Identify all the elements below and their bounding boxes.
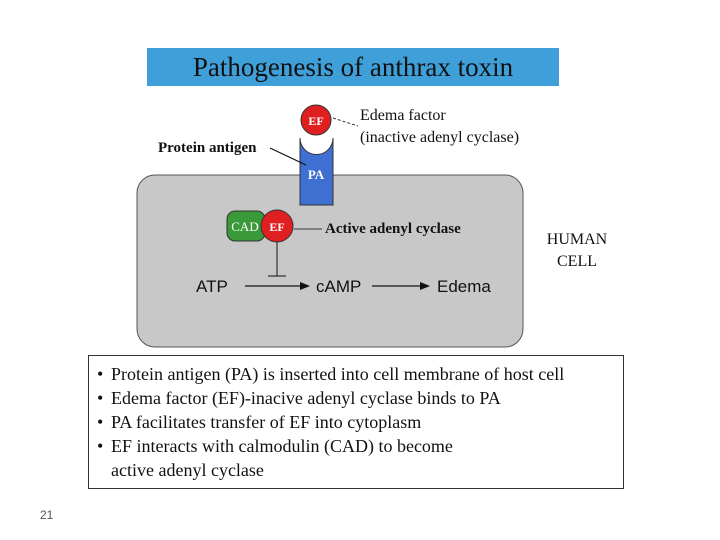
edema-factor-label: Edema factor — [360, 107, 446, 124]
human-cell-label-line1: HUMAN — [547, 231, 608, 248]
ef-inactive-circle — [300, 104, 332, 136]
summary-item-text: PA facilitates transfer of EF into cytop… — [111, 412, 422, 432]
slide-title: Pathogenesis of anthrax toxin — [192, 52, 514, 82]
summary-item-text: EF interacts with calmodulin (CAD) to be… — [111, 436, 453, 456]
human-cell-label-line2: CELL — [557, 253, 597, 270]
summary-box: • Protein antigen (PA) is inserted into c… — [88, 355, 624, 489]
summary-item: • Protein antigen (PA) is inserted into c… — [97, 362, 623, 386]
summary-list: • Protein antigen (PA) is inserted into c… — [89, 356, 623, 482]
pa-receptor — [299, 137, 334, 206]
bullet-marker: • — [97, 364, 104, 384]
atp-to-camp-arrowhead — [300, 282, 310, 290]
bullet-marker: • — [97, 412, 104, 432]
title-banner: Pathogenesis of anthrax toxin — [147, 48, 559, 86]
summary-item: • PA facilitates transfer of EF into cyto… — [97, 410, 623, 434]
camp-label: cAMP — [316, 277, 361, 296]
edema-factor-sub: (inactive adenyl cyclase) — [360, 129, 519, 146]
summary-item-text: Edema factor (EF)-inacive adenyl cyclase… — [111, 388, 501, 408]
edema-factor-pointer — [332, 117, 359, 127]
ef-inactive-label: EF — [308, 114, 323, 128]
ef-active-label: EF — [269, 220, 284, 234]
summary-item: • Edema factor (EF)-inacive adenyl cyclas… — [97, 386, 623, 410]
summary-item: • EF interacts with calmodulin (CAD) to b… — [97, 434, 623, 458]
slide-number: 21 — [40, 508, 54, 522]
cad-label: CAD — [231, 219, 258, 234]
atp-label: ATP — [196, 277, 228, 296]
bullet-marker: • — [97, 436, 104, 456]
active-adenyl-label: Active adenyl cyclase — [325, 221, 461, 237]
protein-antigen-pointer — [269, 147, 307, 166]
summary-item-text: Protein antigen (PA) is inserted into ce… — [111, 364, 565, 384]
edema-label: Edema — [437, 277, 491, 296]
summary-item-continuation: active adenyl cyclase — [111, 458, 623, 482]
summary-item-text: active adenyl cyclase — [111, 460, 264, 480]
bullet-marker: • — [97, 388, 104, 408]
camp-to-edema-arrowhead — [420, 282, 430, 290]
pa-label: PA — [308, 167, 325, 182]
protein-antigen-label: Protein antigen — [158, 140, 257, 156]
